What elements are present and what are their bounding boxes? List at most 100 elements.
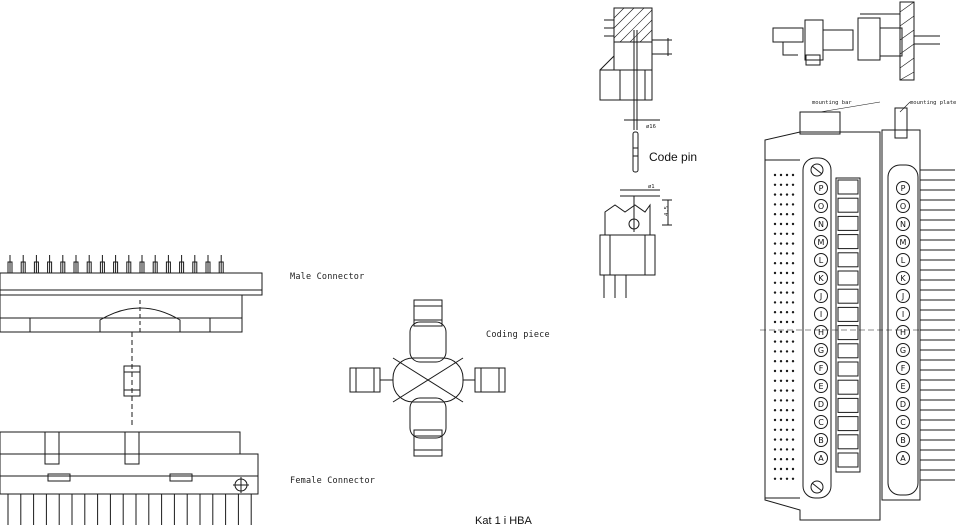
- pin-letter: L: [901, 256, 906, 265]
- pin-letter: D: [818, 400, 824, 409]
- pin-letter: J: [901, 292, 904, 301]
- pin-letter: C: [900, 418, 906, 427]
- pin-letter: G: [818, 346, 824, 355]
- pin-letter: F: [819, 364, 824, 373]
- socket: [837, 434, 859, 450]
- pin-letter: B: [900, 436, 906, 445]
- pin-letter-circle: [896, 415, 910, 429]
- pin-letter-circle: [896, 271, 910, 285]
- pin-letter: M: [818, 238, 825, 247]
- pin-letter-circle: [896, 307, 910, 321]
- mounting-side-view: [772, 1, 940, 81]
- pin-letter: O: [818, 202, 824, 211]
- pin-letter: G: [900, 346, 906, 355]
- socket: [837, 197, 859, 213]
- pin-letter-circle: [814, 415, 828, 429]
- dimension-mid-label: ø1: [648, 184, 655, 190]
- pin-letter-circle: [814, 325, 828, 339]
- socket: [837, 288, 859, 304]
- socket: [837, 325, 859, 341]
- pin-letter-circle: [896, 397, 910, 411]
- socket: [837, 452, 859, 468]
- socket: [837, 252, 859, 268]
- pin-letter-circle: [896, 325, 910, 339]
- pin-letter: H: [900, 328, 906, 337]
- pin-letter-circle: [896, 181, 910, 195]
- pin-letter: P: [901, 184, 906, 193]
- pin-letter: I: [820, 310, 822, 319]
- pin-letter: L: [819, 256, 824, 265]
- pin-letter-circle: [814, 217, 828, 231]
- female-connector-label: Female Connector: [290, 476, 376, 486]
- pin-letter-circle: [896, 235, 910, 249]
- pin-letter: H: [818, 328, 824, 337]
- pin-letter: N: [900, 220, 906, 229]
- pin-letter-circle: [896, 361, 910, 375]
- mounting-plate-label: mounting plate: [910, 100, 957, 106]
- pin-letter-circle: [814, 379, 828, 393]
- socket: [837, 215, 859, 231]
- pin-letter: M: [900, 238, 907, 247]
- dimension-top-label: ø16: [646, 124, 656, 130]
- pin-letter-circle: [896, 289, 910, 303]
- socket: [837, 379, 859, 395]
- dimension-side-label: 4,5: [663, 206, 670, 216]
- female-connector-drawing: [0, 431, 259, 525]
- code-pin-label: Code pin: [649, 150, 698, 164]
- pin-letter-circle: [814, 253, 828, 267]
- pin-letter: F: [901, 364, 906, 373]
- code-pin-section-detail: [599, 7, 672, 130]
- socket: [837, 306, 859, 322]
- socket: [837, 234, 859, 250]
- pin-letter: I: [902, 310, 904, 319]
- pin-letter: O: [900, 202, 906, 211]
- socket: [837, 343, 859, 359]
- pin-letter-circle: [896, 217, 910, 231]
- pin-letter-circle: [814, 343, 828, 357]
- pin-letter-circle: [896, 433, 910, 447]
- socket: [837, 179, 859, 195]
- footer-caption: Kat 1 i HBA: [475, 515, 532, 527]
- pin-letter: K: [818, 274, 824, 283]
- pin-letter-circle: [814, 181, 828, 195]
- pin-letter: E: [900, 382, 905, 391]
- pin-letter: E: [818, 382, 823, 391]
- pin-letter-circle: [814, 433, 828, 447]
- pin-letter: B: [818, 436, 824, 445]
- code-pin-drawing: [632, 131, 639, 173]
- pin-letter-circle: [814, 235, 828, 249]
- pin-letter-circle: [896, 343, 910, 357]
- male-coding-pin: [123, 332, 141, 425]
- pin-letter: D: [900, 400, 906, 409]
- socket: [837, 361, 859, 377]
- male-connector-label: Male Connector: [290, 272, 365, 282]
- pin-letter: C: [818, 418, 824, 427]
- pin-letter-circle: [814, 361, 828, 375]
- pin-letter: K: [900, 274, 906, 283]
- pin-letter: A: [818, 454, 824, 463]
- pin-letter-circle: [896, 199, 910, 213]
- pin-letter: A: [900, 454, 906, 463]
- pin-letter-circle: [814, 397, 828, 411]
- coding-piece-drawing: [349, 299, 506, 457]
- pin-letter: P: [819, 184, 824, 193]
- pin-letter: N: [818, 220, 824, 229]
- socket: [837, 416, 859, 432]
- socket: [837, 397, 859, 413]
- pin-letter-circle: [814, 289, 828, 303]
- pin-letter-circle: [814, 199, 828, 213]
- pin-letter: J: [819, 292, 822, 301]
- pin-letter-circle: [814, 307, 828, 321]
- mounting-bar-label: mounting bar: [812, 100, 852, 106]
- pin-letter-circle: [814, 271, 828, 285]
- pin-letter-circle: [896, 451, 910, 465]
- pin-letter-circle: [814, 451, 828, 465]
- male-connector-drawing: [0, 255, 263, 333]
- code-pin-seated-detail: [599, 189, 672, 298]
- pin-letter-circle: [896, 379, 910, 393]
- coding-piece-label: Coding piece: [486, 330, 550, 340]
- socket: [837, 270, 859, 286]
- pin-letter-circle: [896, 253, 910, 267]
